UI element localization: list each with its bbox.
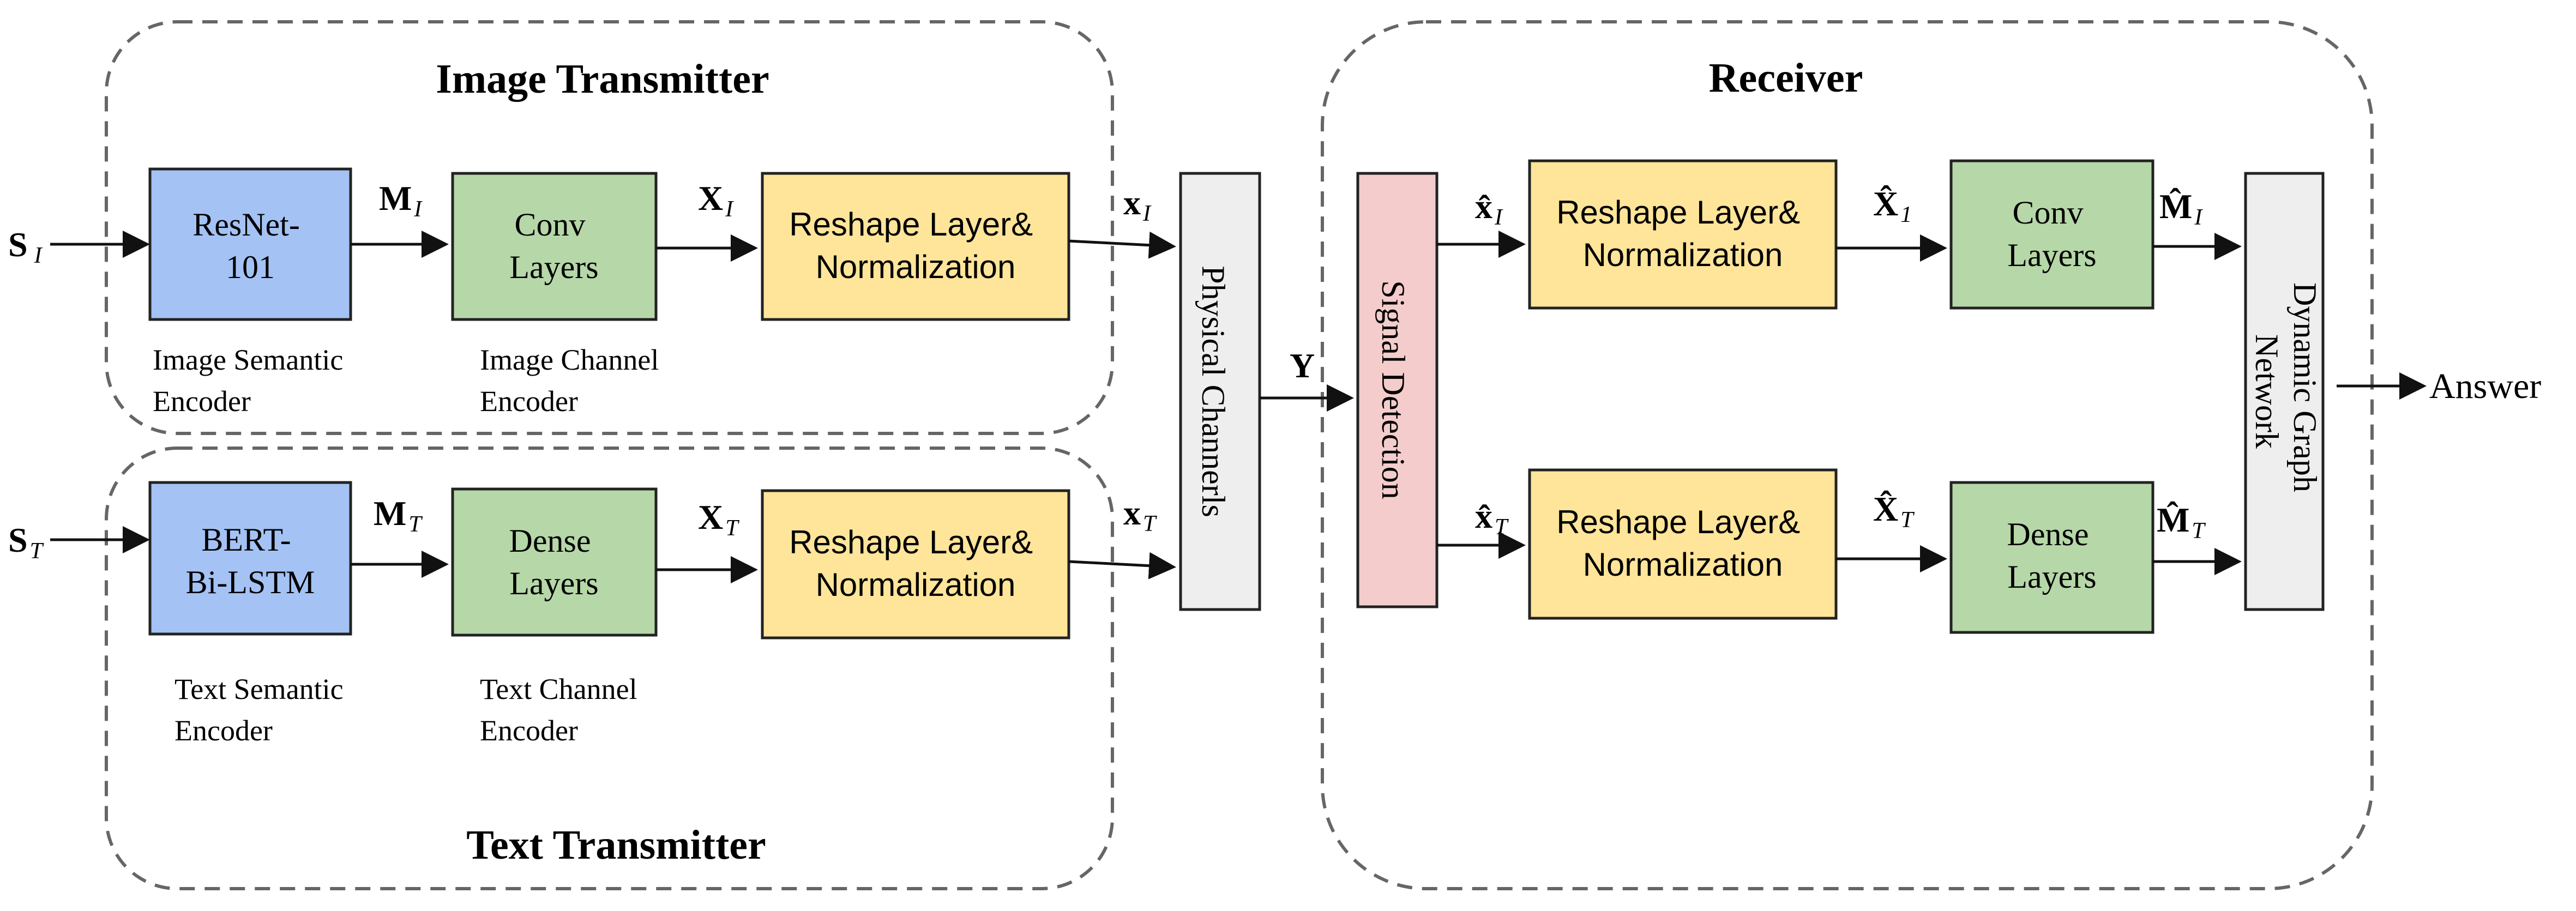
dense-layers-tx-block [451,487,658,637]
text-transmitter-title: Text Transmitter [466,822,766,868]
signal-x-i-lower: xI [1123,183,1152,226]
image-transmitter-title: Image Transmitter [436,56,769,102]
dense-layers-rx-label: Dense Layers [2007,516,2097,595]
reshape-txt-tx-block [761,489,1070,639]
reshape-img-rx-label: Reshape Layer& Normalization [1556,194,1809,273]
image-channel-caption: Image Channel Encoder [480,343,666,418]
signal-xhat-i: x̂I [1475,187,1503,230]
conv-layers-tx-block [451,172,658,321]
signal-xhat-t: x̂T [1475,497,1509,540]
signal-xhat-1: X̂1 [1873,184,1912,227]
resnet-block [148,167,352,321]
signal-xhat-t-upper: X̂T [1873,490,1915,533]
signal-x-t-upper: XT [698,498,739,541]
dynamic-graph-network-label: Dynamic Graph Network [2249,282,2323,500]
bert-block [148,481,352,636]
signal-mhat-t: M̂T [2157,500,2206,544]
reshape-img-rx-block [1528,159,1838,310]
reshape-img-tx-label: Reshape Layer& Normalization [789,206,1042,285]
answer-label: Answer [2429,366,2541,406]
signal-m-i: MI [379,179,423,222]
signal-y: Y [1290,346,1315,385]
physical-channels-label: Physical Channerls [1195,266,1231,517]
physical-channels-block [1179,172,1261,611]
resnet-block-label: ResNet- 101 [192,207,308,285]
signal-x-i-upper: XI [698,179,734,222]
dense-layers-tx-label: Dense Layers [509,523,599,601]
text-transmitter-panel [105,447,1114,890]
signal-detection-label: Signal Detection [1375,280,1411,499]
receiver-title: Receiver [1709,55,1863,101]
reshape-txt-rx-label: Reshape Layer& Normalization [1556,504,1809,583]
dense-layers-rx-block [1949,481,2154,634]
text-channel-caption: Text Channel Encoder [480,673,645,747]
image-semantic-caption: Image Semantic Encoder [153,343,351,418]
dynamic-graph-network-block [2244,172,2325,611]
signal-m-t: MT [374,494,423,537]
signal-detection-block [1356,172,1439,608]
arrow-reshape-channel-txt [1068,552,1176,580]
bert-block-label: BERT- Bi-LSTM [186,522,315,600]
signal-mhat-i: M̂I [2159,187,2203,230]
input-s-t: ST [8,521,44,564]
arrow-reshape-channel-img [1068,231,1176,259]
conv-layers-tx-label: Conv Layers [509,207,598,285]
image-transmitter-panel [105,20,1114,435]
signal-x-t-lower: xT [1123,493,1157,536]
text-semantic-caption: Text Semantic Encoder [174,673,351,747]
conv-layers-rx-label: Conv Layers [2007,195,2096,273]
connector-arrows [50,231,2427,583]
conv-layers-rx-block [1949,159,2154,310]
reshape-txt-rx-block [1528,468,1838,620]
reshape-img-tx-block [761,172,1070,321]
receiver-panel [1321,20,2374,890]
reshape-txt-tx-label: Reshape Layer& Normalization [789,524,1042,603]
